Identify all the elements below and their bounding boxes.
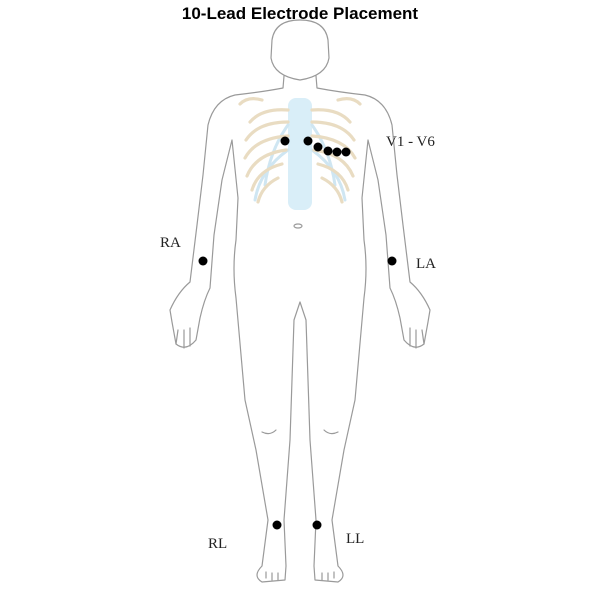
electrode-la: [387, 256, 397, 266]
label-rl: RL: [208, 536, 227, 552]
electrode-rl: [272, 520, 282, 530]
body-outline: [169, 19, 431, 583]
left-hand-fingers: [409, 327, 425, 349]
rib-cage: [238, 97, 362, 210]
clavicle-right: [238, 97, 264, 106]
head: [270, 19, 330, 81]
label-la: LA: [416, 256, 436, 272]
rib: [248, 108, 290, 124]
left-knee: [323, 429, 339, 435]
label-ll: LL: [346, 531, 364, 547]
rib: [320, 176, 344, 204]
label-chest: V1 - V6: [386, 134, 435, 150]
body-silhouette: [169, 75, 431, 583]
rib: [310, 134, 357, 160]
clavicle-left: [336, 97, 362, 106]
sternum: [288, 98, 312, 210]
rib: [256, 176, 280, 204]
electrode-v1: [280, 136, 290, 146]
rib: [316, 162, 350, 192]
rib: [250, 162, 284, 192]
electrode-v5: [332, 147, 342, 157]
right-hand-fingers: [175, 327, 191, 349]
electrode-v3: [313, 142, 323, 152]
rib: [310, 108, 352, 124]
chest-electrodes: [280, 136, 351, 157]
electrode-v4: [323, 146, 333, 156]
rib: [243, 134, 290, 160]
navel: [293, 223, 303, 229]
electrode-ll: [312, 520, 322, 530]
rib: [245, 148, 288, 178]
rib: [244, 120, 290, 142]
right-foot-toes: [265, 571, 279, 581]
electrode-v6: [341, 147, 351, 157]
diagram-title: 10-Lead Electrode Placement: [181, 4, 419, 23]
rib: [310, 120, 356, 142]
left-foot-toes: [321, 571, 335, 581]
right-knee: [261, 429, 277, 435]
electrode-ra: [198, 256, 208, 266]
label-ra: RA: [160, 235, 181, 251]
electrode-v2: [303, 136, 313, 146]
